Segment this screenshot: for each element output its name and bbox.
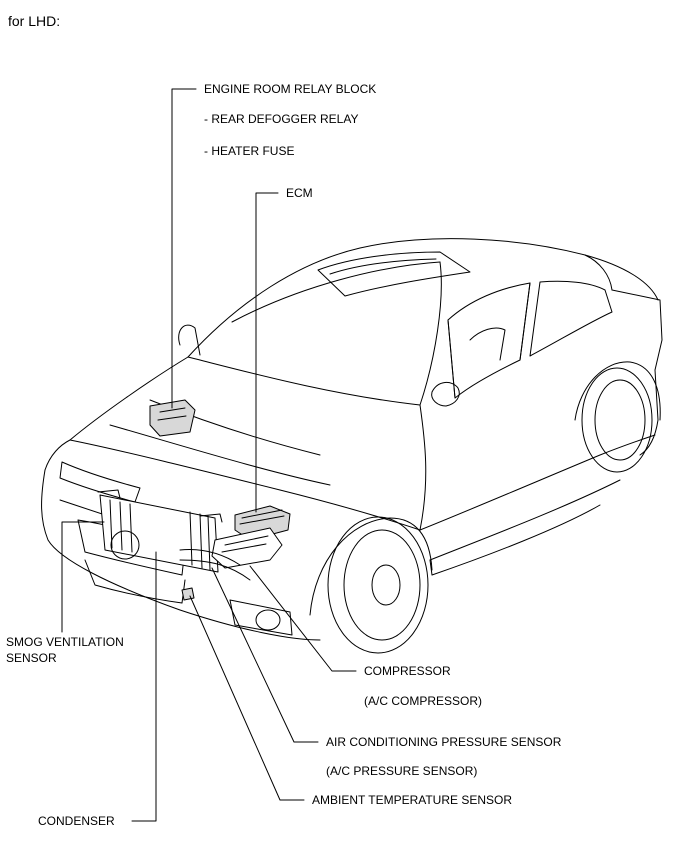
fog-light xyxy=(255,609,281,631)
leader-lines xyxy=(61,88,357,822)
rear-wheel-arch xyxy=(574,361,661,421)
car-body xyxy=(41,238,663,654)
leader-pressure-sensor xyxy=(211,567,319,743)
label-air-conditioning-pressure-sensor: AIR CONDITIONING PRESSURE SENSOR xyxy=(326,735,562,749)
compressor-component xyxy=(179,527,283,581)
leader-ambient-sensor xyxy=(189,595,305,801)
label-condenser: CONDENSER xyxy=(38,814,115,828)
front-wheel xyxy=(327,516,429,654)
leader-smog-sensor xyxy=(61,521,105,633)
headlight xyxy=(59,461,141,503)
relay-block-component xyxy=(149,399,196,437)
label-smog-ventilation-sensor-line2: SENSOR xyxy=(6,651,57,665)
label-heater-fuse: - HEATER FUSE xyxy=(204,144,295,158)
rear-wheel xyxy=(581,367,653,473)
label-ecm: ECM xyxy=(286,186,313,200)
ambient-sensor-component xyxy=(181,587,195,601)
label-engine-room-relay-block: ENGINE ROOM RELAY BLOCK xyxy=(204,82,377,96)
label-smog-ventilation-sensor-line1: SMOG VENTILATION xyxy=(6,635,124,649)
side-mirror xyxy=(431,382,460,407)
sunroof xyxy=(317,251,471,297)
leader-relay-block xyxy=(171,88,197,409)
label-ac-pressure-sensor: (A/C PRESSURE SENSOR) xyxy=(326,764,478,778)
ecm-component xyxy=(234,505,291,541)
radiator-condenser-component xyxy=(97,489,223,573)
side-window-front xyxy=(447,282,531,399)
label-ambient-temperature-sensor: AMBIENT TEMPERATURE SENSOR xyxy=(312,793,513,807)
side-window-rear xyxy=(529,280,613,357)
leader-compressor xyxy=(249,565,357,672)
leader-ecm xyxy=(255,192,279,513)
label-ac-compressor: (A/C COMPRESSOR) xyxy=(364,694,483,708)
label-compressor: COMPRESSOR xyxy=(364,664,451,678)
leader-condenser xyxy=(131,551,157,822)
page-header: for LHD: xyxy=(8,13,61,29)
front-wheel-arch xyxy=(309,517,433,616)
label-rear-defogger-relay: - REAR DEFOGGER RELAY xyxy=(204,112,359,126)
